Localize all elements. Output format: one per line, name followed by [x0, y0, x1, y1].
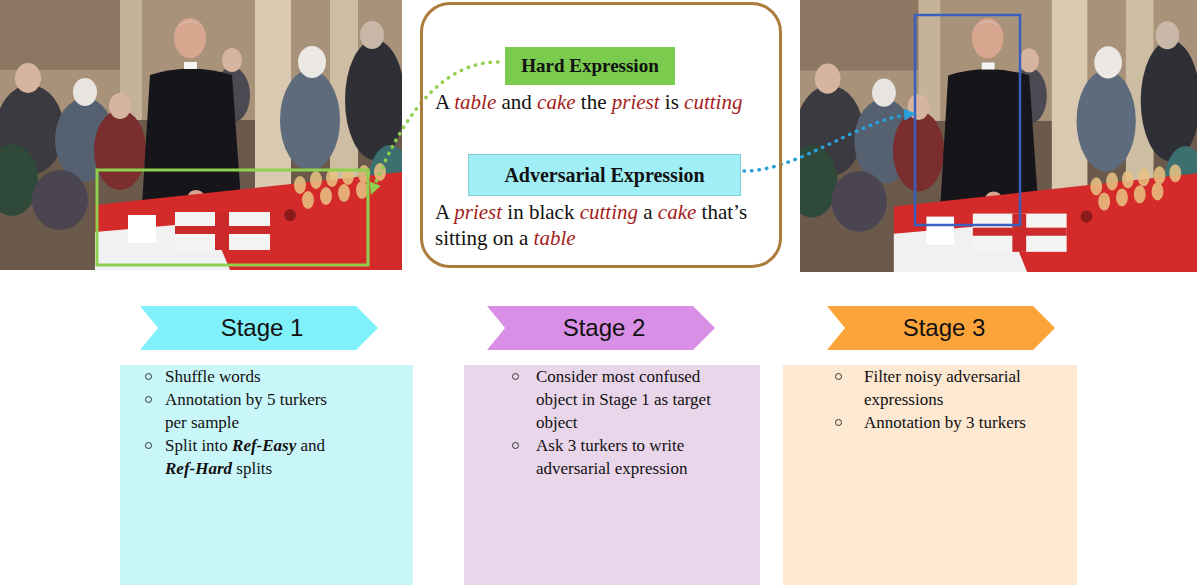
emphasized-word: cake [658, 200, 696, 224]
node-text: A table and cake the priest is cutting [435, 89, 763, 115]
bullet-item: Split into Ref-Easy and Ref-Hard splits [165, 434, 337, 480]
node-text: Annotation by 5 turkers per sample [165, 388, 337, 434]
stage-step-box: Shuffle wordsAnnotation by 5 turkers per… [120, 365, 413, 585]
bullet-item: Filter noisy adversarial expressions [864, 365, 1062, 411]
pointer-arrow [744, 114, 913, 171]
emphasized-word: table [534, 226, 576, 250]
hard-expression-label: Hard Expression [505, 47, 675, 85]
node-text: Split into Ref-Easy and Ref-Hard splits [165, 434, 337, 480]
bullet-item: Ask 3 turkers to write adversarial expre… [536, 434, 741, 480]
bullet-marker [145, 442, 152, 449]
node-text: Stage 3 [897, 314, 986, 342]
node-text: Shuffle words [165, 365, 337, 388]
node-text: Consider most confused object in Stage 1… [536, 365, 741, 434]
emphasized-word: cake [537, 90, 575, 114]
bounding-box [915, 15, 1020, 225]
stage-chevron: Stage 1 [140, 306, 378, 350]
photo-left [0, 0, 402, 270]
emphasized-word: Ref-Hard [165, 459, 232, 478]
emphasized-word: cutting [580, 200, 638, 224]
stage-chevron: Stage 3 [827, 306, 1055, 350]
node-text: Adversarial Expression [504, 162, 704, 188]
emphasized-word: priest [454, 200, 502, 224]
emphasized-word: Ref-Easy [232, 436, 296, 455]
node-text: Stage 1 [215, 314, 304, 342]
emphasized-word: priest [612, 90, 660, 114]
node-text: A priest in black cutting a cake that’s … [435, 199, 763, 251]
chevron-fill [487, 306, 715, 350]
bullet-item: Shuffle words [165, 365, 337, 388]
photo-right [786, 0, 1197, 272]
emphasized-word: cutting [684, 90, 742, 114]
expression-panel: A table and cake the priest is cutting A … [420, 2, 782, 268]
chevron-fill [827, 306, 1055, 350]
bullet-marker [145, 373, 152, 380]
adversarial-expression-label: Adversarial Expression [468, 154, 741, 196]
stage-step-box: Filter noisy adversarial expressionsAnno… [783, 365, 1077, 585]
stage-chevron: Stage 2 [487, 306, 715, 350]
bullet-marker [512, 442, 519, 449]
bullet-item: Consider most confused object in Stage 1… [536, 365, 741, 434]
bullet-marker [835, 373, 842, 380]
bullet-marker [835, 419, 842, 426]
stage-step-box: Consider most confused object in Stage 1… [464, 365, 760, 585]
node-text: Stage 2 [557, 314, 646, 342]
bullet-marker [145, 396, 152, 403]
bullet-item: Annotation by 3 turkers [864, 411, 1062, 434]
emphasized-word: table [454, 90, 496, 114]
node-text: Filter noisy adversarial expressions [864, 365, 1062, 411]
bullet-marker [512, 373, 519, 380]
node-text: Annotation by 3 turkers [864, 411, 1062, 434]
node-text: Hard Expression [521, 53, 658, 79]
bullet-item: Annotation by 5 turkers per sample [165, 388, 337, 434]
bounding-box [97, 170, 368, 265]
node-text: Ask 3 turkers to write adversarial expre… [536, 434, 741, 480]
chevron-fill [140, 306, 378, 350]
